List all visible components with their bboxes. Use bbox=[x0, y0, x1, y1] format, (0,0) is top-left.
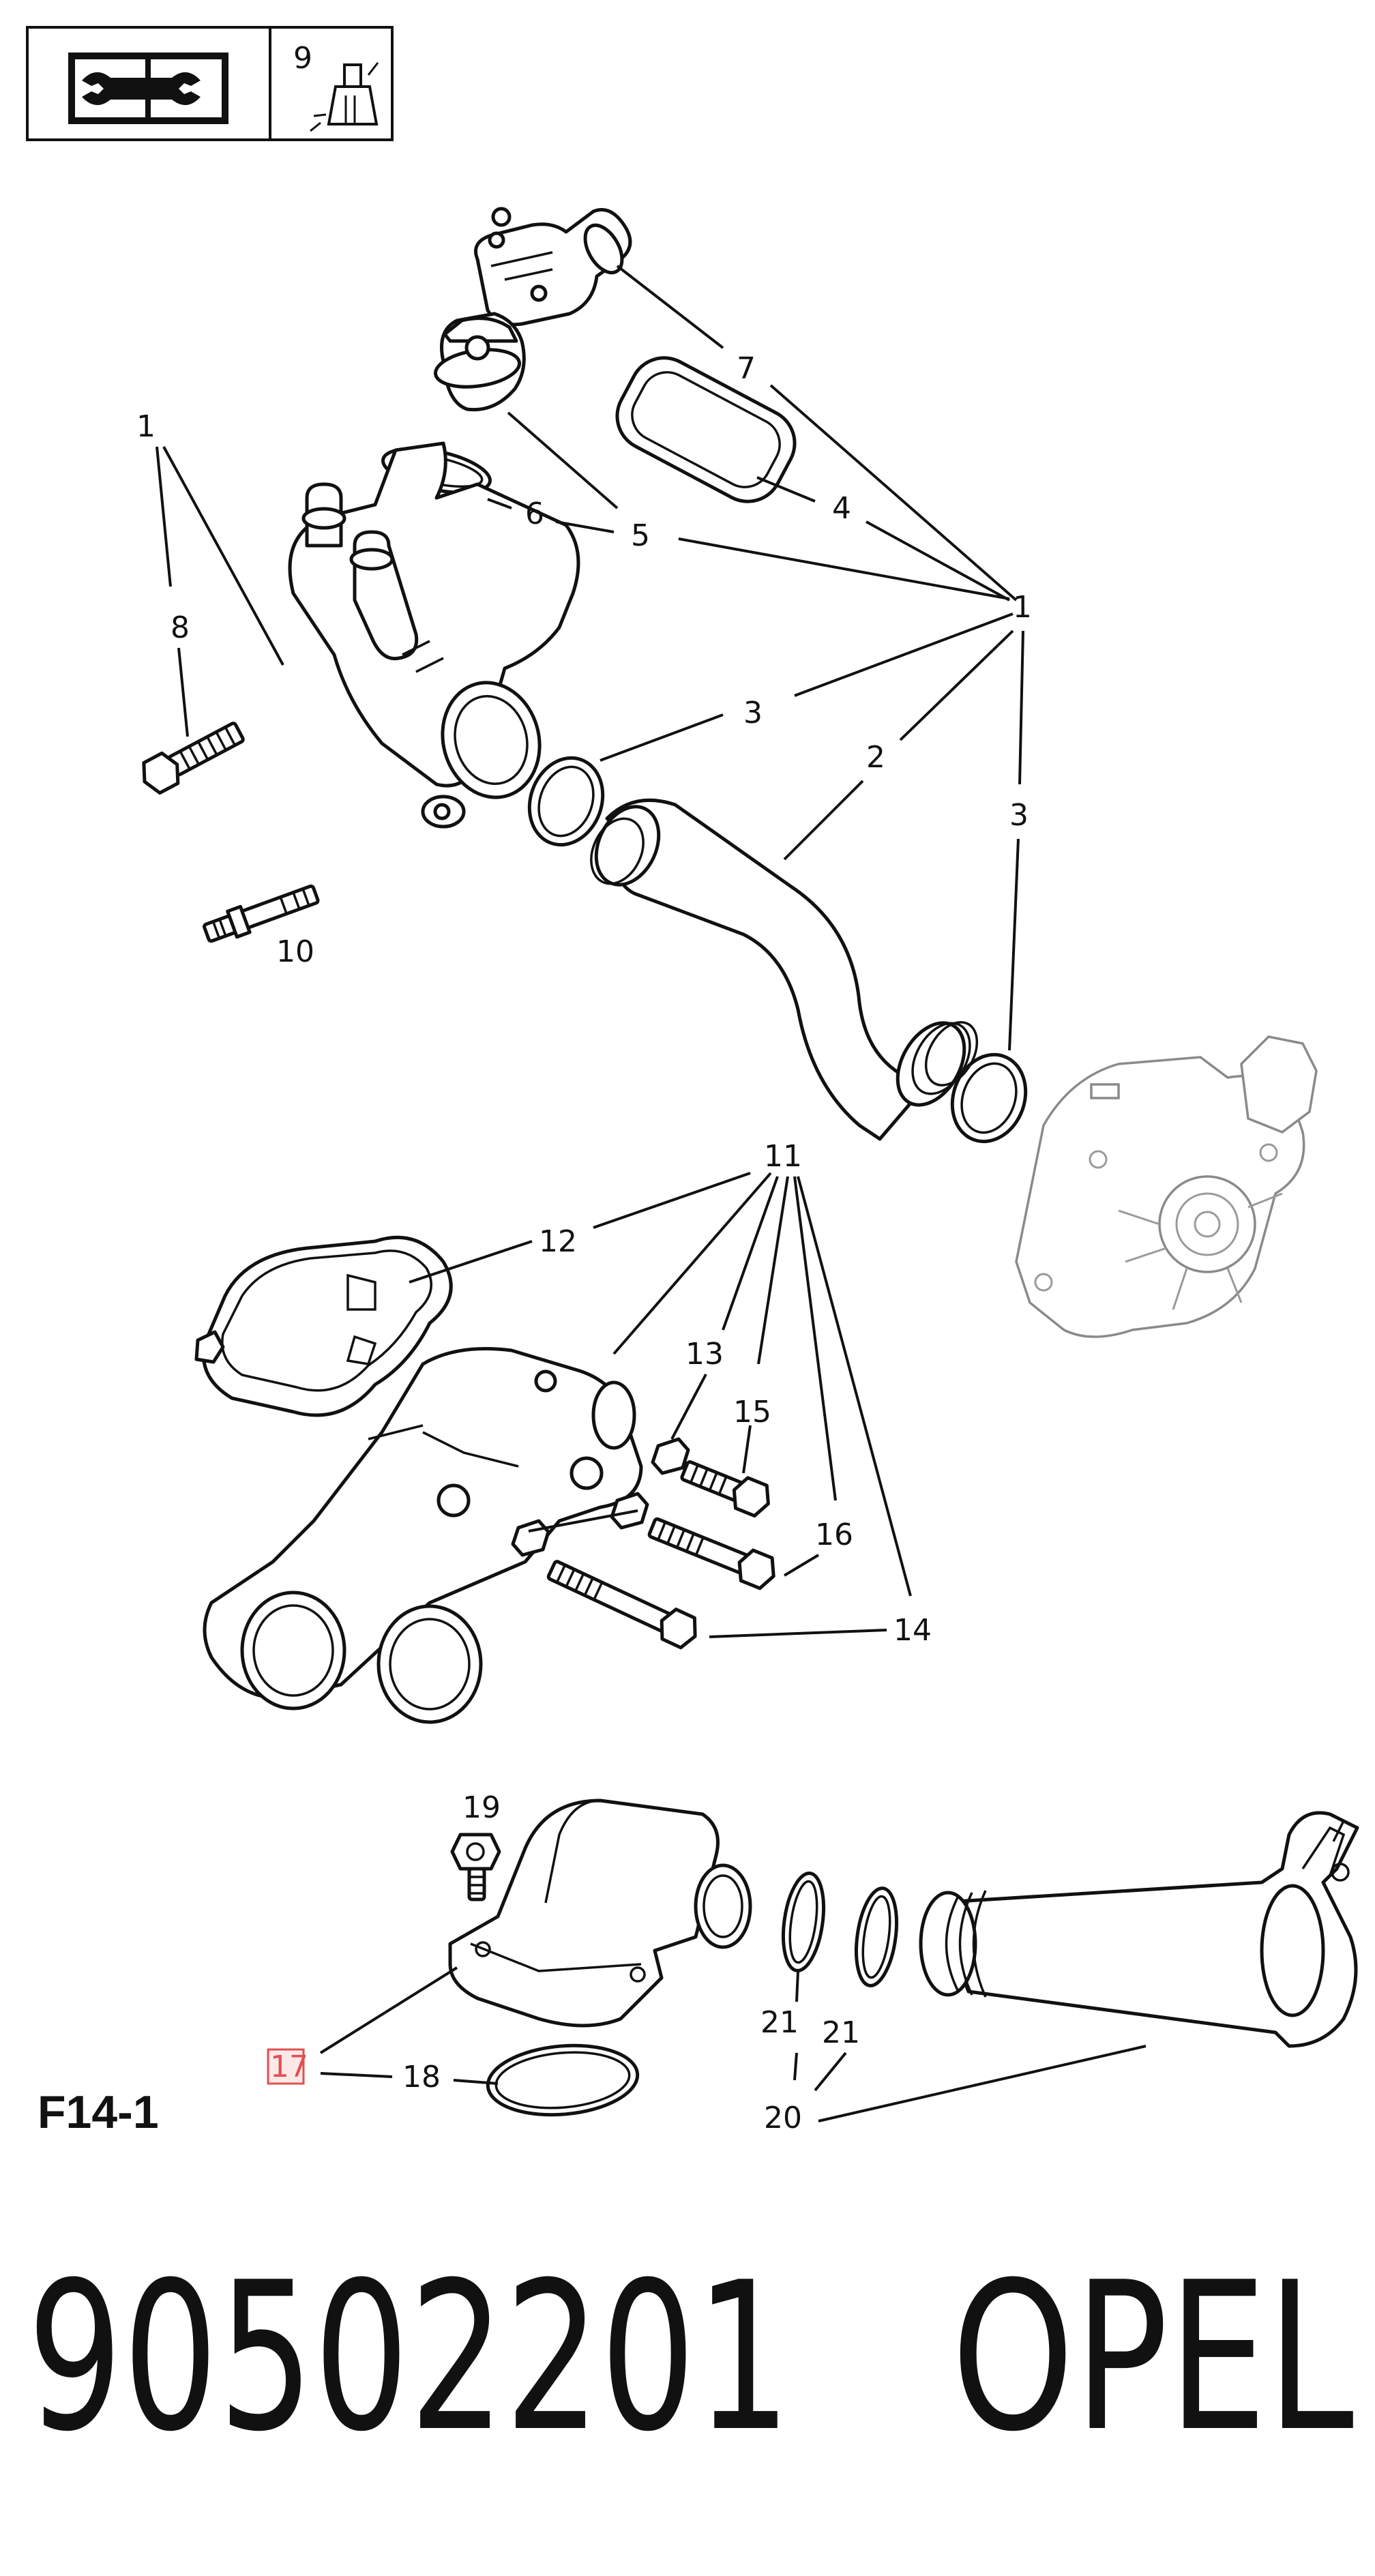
callout-8: 8 bbox=[171, 610, 190, 645]
callout-7: 7 bbox=[737, 351, 756, 386]
thermostat-housing bbox=[288, 441, 580, 829]
callout-6: 6 bbox=[525, 497, 544, 531]
stud-10 bbox=[202, 884, 320, 943]
callout-3-upper: 3 bbox=[743, 696, 763, 730]
callout-3-right: 3 bbox=[1009, 798, 1029, 833]
bolt-14 bbox=[546, 1560, 697, 1650]
section-code: F14-1 bbox=[38, 2086, 159, 2138]
callout-15: 15 bbox=[733, 1395, 771, 1430]
part-number: 90502201 bbox=[27, 2238, 791, 2476]
callout-18: 18 bbox=[402, 2060, 441, 2094]
o-ring-21-a bbox=[782, 1871, 825, 1972]
pipe-o-ring-upper bbox=[527, 756, 605, 847]
bolt-16 bbox=[647, 1517, 775, 1590]
callout-21-right: 21 bbox=[822, 2015, 860, 2050]
callout-10: 10 bbox=[276, 934, 314, 969]
bolt-15 bbox=[680, 1460, 770, 1518]
callout-14: 14 bbox=[893, 1613, 932, 1648]
adhesive-ref-number: 9 bbox=[293, 41, 312, 76]
brand-name: OPEL bbox=[951, 2238, 1355, 2476]
water-pump-reference bbox=[1015, 1035, 1318, 1338]
repair-manual-icon bbox=[68, 53, 228, 124]
callout-11: 11 bbox=[764, 1139, 802, 1174]
coolant-pipe-20 bbox=[919, 1811, 1359, 2048]
housing-gasket-12 bbox=[194, 1235, 453, 1417]
housing-gasket bbox=[615, 356, 797, 503]
coolant-housing-11 bbox=[203, 1347, 643, 1724]
callout-13: 13 bbox=[685, 1337, 724, 1372]
bolt-8 bbox=[142, 722, 245, 795]
callout-16: 16 bbox=[815, 1518, 853, 1552]
callout-1-left: 1 bbox=[136, 409, 156, 444]
callout-2: 2 bbox=[866, 740, 885, 775]
coolant-outlet-elbow bbox=[474, 207, 632, 327]
callout-19: 19 bbox=[462, 1790, 501, 1825]
callout-21-left: 21 bbox=[760, 2005, 799, 2040]
callout-17-highlight bbox=[267, 2048, 305, 2085]
callout-5: 5 bbox=[631, 518, 650, 553]
outlet-elbow-17 bbox=[448, 1798, 752, 2028]
o-ring-21-b bbox=[855, 1886, 898, 1987]
pipe-o-ring-lower bbox=[950, 1052, 1028, 1144]
callout-4: 4 bbox=[832, 491, 851, 526]
callout-12: 12 bbox=[539, 1224, 577, 1259]
callout-17: 17 bbox=[270, 2049, 308, 2084]
coolant-pipe bbox=[590, 798, 979, 1141]
leader-lines bbox=[156, 265, 1147, 2122]
adhesive-tube-icon bbox=[310, 62, 379, 132]
screw-19 bbox=[450, 1833, 501, 1901]
callout-20: 20 bbox=[764, 2101, 802, 2135]
o-ring-18 bbox=[486, 2043, 640, 2117]
thermostat bbox=[433, 312, 526, 412]
callout-1-right: 1 bbox=[1013, 590, 1032, 625]
header-box: 9 bbox=[26, 26, 394, 141]
callout-labels: 1 8 7 4 6 5 1 3 2 3 10 11 12 13 15 16 14… bbox=[136, 351, 1032, 2135]
